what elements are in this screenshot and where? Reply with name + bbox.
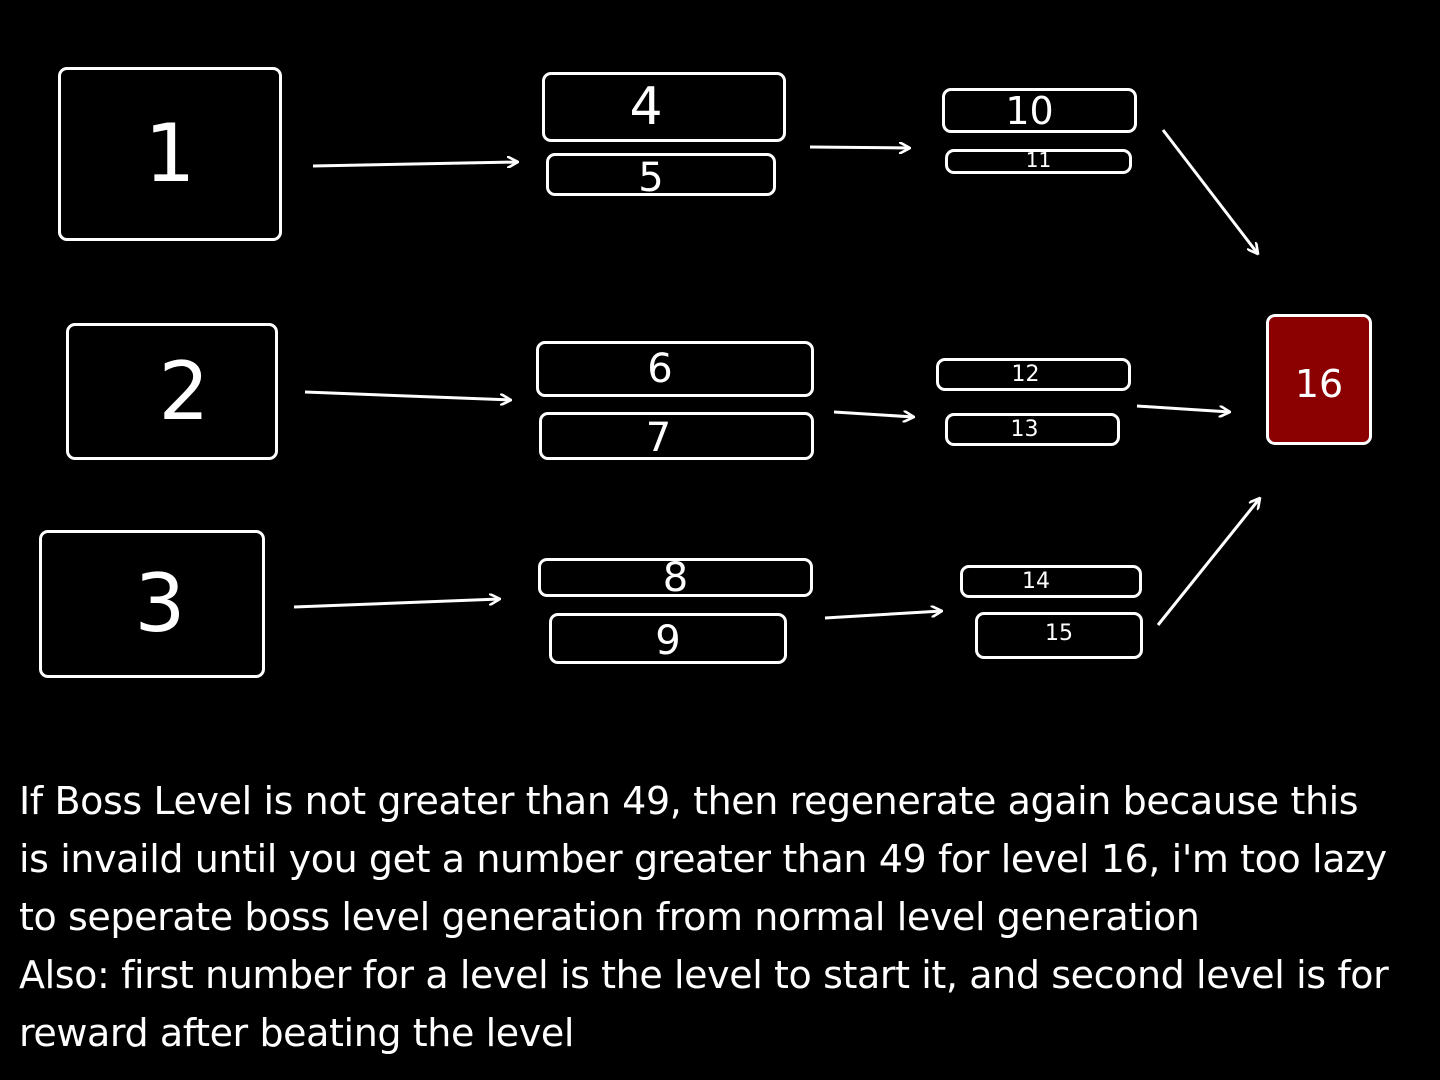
arrow-4-5-to-10-11 <box>809 147 910 148</box>
level-box-11: 11 <box>945 149 1132 174</box>
note-line: is invaild until you get a number greate… <box>19 837 1387 881</box>
level-box-8: 8 <box>538 554 813 601</box>
connector-layer <box>293 129 1440 626</box>
level-label: 3 <box>134 557 186 650</box>
level-label: 12 <box>1011 361 1040 387</box>
level-label: 16 <box>1294 361 1344 406</box>
level-label: 6 <box>647 346 673 392</box>
level-box-13: 13 <box>945 413 1120 446</box>
level-label: 4 <box>629 77 663 137</box>
level-label: 9 <box>655 617 681 664</box>
arrow-14-15-to-16 <box>1156 498 1260 626</box>
level-label: 8 <box>662 554 689 601</box>
arrow-2-to-6-7 <box>304 390 511 400</box>
level-box-4: 4 <box>542 72 786 142</box>
level-box-6: 6 <box>536 341 814 397</box>
level-label: 10 <box>1005 88 1054 133</box>
boss-level-box-16: 16 <box>1266 314 1372 445</box>
arrow-12-13-to-16 <box>1136 404 1230 412</box>
note-line: Also: first number for a level is the le… <box>19 953 1389 997</box>
arrow-8-9-to-14-15 <box>824 611 942 620</box>
note-line: to seperate boss level generation from n… <box>19 895 1200 939</box>
level-flow-diagram: 1 2 3 4 5 6 7 8 9 10 11 12 13 14 15 16 <box>39 67 1440 678</box>
level-label: 2 <box>158 344 210 438</box>
note-line: reward after beating the level <box>19 1011 574 1055</box>
notes-text: If Boss Level is not greater than 49, th… <box>19 772 1434 1062</box>
arrow-3-to-8-9 <box>293 599 500 609</box>
level-label: 1 <box>144 107 196 200</box>
level-label: 15 <box>1045 620 1073 646</box>
level-box-12: 12 <box>936 358 1131 391</box>
level-box-15: 15 <box>975 612 1143 659</box>
arrow-10-11-to-16 <box>1161 129 1258 254</box>
level-box-1: 1 <box>58 67 282 241</box>
level-label: 14 <box>1022 568 1050 594</box>
level-label: 7 <box>645 415 672 461</box>
note-line: If Boss Level is not greater than 49, th… <box>19 779 1359 823</box>
level-box-9: 9 <box>549 613 787 664</box>
level-box-7: 7 <box>539 412 814 460</box>
level-label: 11 <box>1025 147 1052 172</box>
level-box-2: 2 <box>66 323 278 460</box>
level-box-14: 14 <box>960 565 1142 598</box>
level-box-3: 3 <box>39 530 265 678</box>
arrow-6-7-to-12-13 <box>833 412 914 417</box>
level-box-5: 5 <box>546 153 776 201</box>
level-label: 5 <box>638 154 664 201</box>
level-label: 13 <box>1010 416 1039 442</box>
level-box-10: 10 <box>942 88 1137 133</box>
arrow-1-to-4-5 <box>312 162 518 166</box>
